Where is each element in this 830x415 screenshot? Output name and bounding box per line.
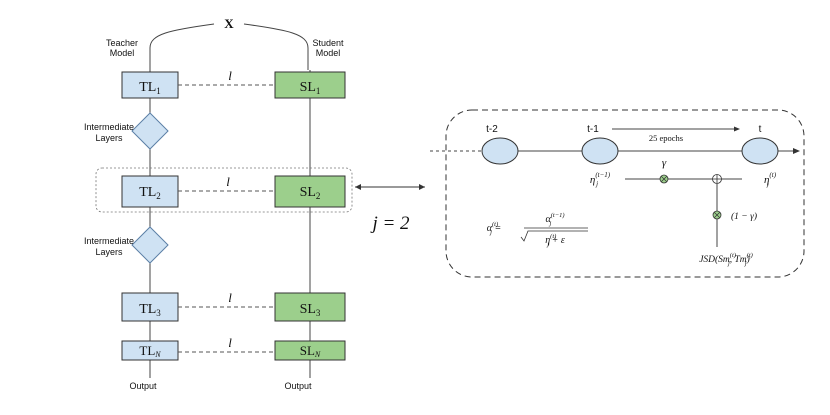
multiply-omg-x2: [713, 211, 721, 219]
alpha-denominator: η(t)j + ε: [545, 233, 565, 248]
tl3-label: TL3: [139, 302, 161, 318]
intermediate-diamond-2: [131, 226, 169, 264]
eta-cur: η(t)j: [764, 171, 777, 188]
gamma-label: γ: [662, 157, 667, 169]
student-output-label: Output: [284, 381, 312, 391]
sl3-label: SL3: [300, 302, 321, 318]
teacher-title-line2: Model: [110, 48, 135, 58]
sl1-box: [274, 71, 346, 99]
tln-label: TLN: [139, 343, 161, 359]
epochs-arrowhead: [734, 126, 740, 132]
student-title-line1: Student: [312, 38, 344, 48]
student-title-line2: Model: [316, 48, 341, 58]
intermediate-1-line1: Intermediate: [84, 122, 134, 132]
sl2-box: [274, 175, 346, 208]
sl3-box: [274, 292, 346, 322]
loss-label-2: l: [226, 174, 230, 189]
tl2-box: [121, 175, 179, 208]
j-label: j = 2: [369, 213, 410, 234]
teacher-output-label: Output: [129, 381, 157, 391]
label-t-minus-1: t-1: [587, 124, 599, 135]
row2-highlight: [95, 167, 353, 213]
j-connector-arrow-right: [419, 184, 425, 190]
j-connector-arrow-left: [355, 184, 361, 190]
teacher-title-line1: Teacher: [106, 38, 138, 48]
alpha-numerator: α(t−1)j: [545, 212, 564, 227]
alpha-sqrt: [520, 230, 588, 242]
sln-label: SLN: [300, 343, 321, 359]
loss-label-1: l: [228, 68, 232, 83]
eta-prev: η(t−1)j: [590, 171, 611, 188]
tl2-label: TL2: [139, 185, 161, 201]
tl1-label: TL1: [139, 80, 161, 96]
sl1-label: SL1: [300, 80, 321, 96]
tl3-box: [121, 292, 179, 322]
sl2-label: SL2: [300, 185, 321, 201]
node-t-minus-1: [581, 137, 619, 165]
intermediate-diamond-1: [131, 112, 169, 150]
input-curve-student: [243, 23, 309, 70]
jsd-label: JSD(Sm(t)j, Tm(t)j): [699, 252, 753, 267]
detail-panel: [445, 109, 805, 278]
label-t: t: [759, 124, 762, 135]
timeline-arrowhead: [793, 148, 800, 154]
input-curve-teacher: [149, 23, 215, 70]
node-t: [741, 137, 779, 165]
loss-label-3: l: [228, 290, 232, 305]
intermediate-2-line1: Intermediate: [84, 236, 134, 246]
alpha-lhs: α(t)j =: [487, 221, 501, 236]
tln-box: [121, 340, 179, 361]
epochs-label: 25 epochs: [649, 133, 683, 143]
sln-box: [274, 340, 346, 361]
input-label: X: [224, 16, 234, 31]
one-minus-gamma-label: (1 − γ): [731, 211, 757, 222]
node-t-minus-2: [481, 137, 519, 165]
loss-label-n: l: [228, 335, 232, 350]
intermediate-2-line2: Layers: [95, 247, 123, 257]
multiply-gamma-x2: [660, 175, 668, 183]
label-t-minus-2: t-2: [486, 124, 498, 135]
intermediate-1-line2: Layers: [95, 133, 123, 143]
